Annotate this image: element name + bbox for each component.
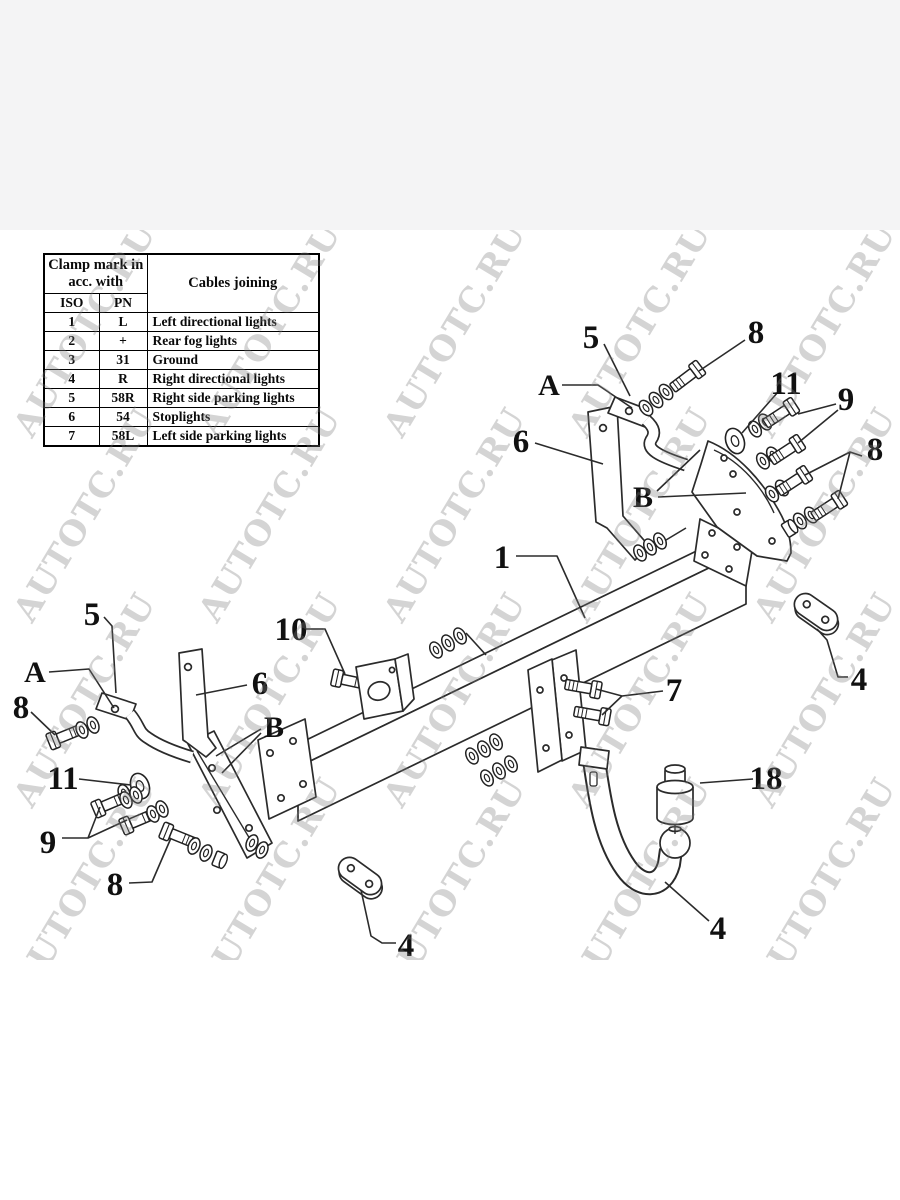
cell-cables: Left side parking lights bbox=[146, 426, 320, 447]
leader-line bbox=[534, 442, 604, 465]
part-label-right-bolt-top: 8 bbox=[748, 315, 765, 351]
cell-iso: 6 bbox=[43, 407, 100, 427]
table-row: 4 R Right directional lights bbox=[43, 369, 320, 389]
left-vehicle-bracket bbox=[187, 730, 273, 859]
part-label-right-mark-b: B bbox=[633, 481, 653, 514]
leader-line bbox=[656, 449, 747, 498]
cell-iso: 3 bbox=[43, 350, 100, 370]
cell-cables: Stoplights bbox=[146, 407, 320, 427]
part-label-ball-hook: 4 bbox=[710, 911, 727, 947]
leader-line bbox=[516, 555, 586, 619]
part-label-left-bolts: 9 bbox=[40, 825, 57, 861]
header-clamp-mark: Clamp mark in acc. with bbox=[43, 253, 148, 294]
part-label-left-mark-a: A bbox=[24, 656, 46, 689]
cell-pn: L bbox=[98, 312, 148, 332]
part-label-left-bolt-bottom: 8 bbox=[107, 867, 124, 903]
leader-line bbox=[128, 837, 172, 884]
cell-pn: 58L bbox=[98, 426, 148, 447]
header-pn: PN bbox=[98, 293, 148, 313]
header-cables-joining: Cables joining bbox=[146, 253, 320, 313]
part-label-left-bolt-top: 8 bbox=[13, 690, 30, 726]
cell-iso: 5 bbox=[43, 388, 100, 408]
table-header-row-2: ISO PN bbox=[43, 293, 319, 313]
leader-line bbox=[797, 403, 839, 444]
table-row: 3 31 Ground bbox=[43, 350, 320, 370]
part-label-right-bracket: 5 bbox=[583, 320, 600, 356]
part-label-crossbar: 1 bbox=[494, 540, 511, 576]
leader-line bbox=[603, 343, 631, 397]
leader-line bbox=[595, 688, 664, 716]
table-row: 2 + Rear fog lights bbox=[43, 331, 320, 351]
center-fasteners bbox=[426, 527, 687, 789]
cell-cables: Ground bbox=[146, 350, 320, 370]
cell-iso: 4 bbox=[43, 369, 100, 389]
left-z-bracket bbox=[95, 692, 194, 764]
leader-line bbox=[195, 684, 248, 696]
cell-pn: R bbox=[98, 369, 148, 389]
leader-line bbox=[562, 384, 633, 409]
part-label-right-bolt-side: 8 bbox=[867, 432, 884, 468]
part-label-right-bolts: 9 bbox=[838, 382, 855, 418]
part-label-bolts-center: 7 bbox=[666, 673, 683, 709]
part-label-left-bracket: 5 bbox=[84, 597, 101, 633]
part-label-right-strip: 6 bbox=[513, 424, 530, 460]
ball-cover bbox=[656, 764, 694, 834]
cell-pn: + bbox=[98, 331, 148, 351]
header-iso: ISO bbox=[43, 293, 100, 313]
right-vehicle-bracket bbox=[691, 440, 792, 562]
left-end-flange bbox=[257, 718, 317, 820]
leader-line bbox=[103, 616, 117, 694]
leader-line bbox=[215, 728, 262, 774]
part-label-plate-top-right: 4 bbox=[851, 662, 868, 698]
table-row: 7 58L Left side parking lights bbox=[43, 426, 320, 447]
part-label-left-strip: 6 bbox=[252, 666, 269, 702]
leader-lines bbox=[30, 339, 863, 944]
tow-ball-hook bbox=[578, 746, 683, 896]
table-row: 1 L Left directional lights bbox=[43, 312, 320, 332]
leader-line bbox=[30, 711, 56, 736]
cell-iso: 2 bbox=[43, 331, 100, 351]
top-gray-band bbox=[0, 0, 900, 230]
center-ball-mount-bracket bbox=[527, 649, 587, 773]
part-label-left-mark-b: B bbox=[264, 711, 284, 744]
spare-plate-top-right bbox=[793, 592, 840, 636]
part-label-right-washer: 11 bbox=[770, 366, 801, 402]
part-label-left-washer: 11 bbox=[47, 761, 78, 797]
part-label-clamp: 10 bbox=[275, 612, 308, 648]
leader-line bbox=[698, 339, 746, 372]
part-label-right-mark-a: A bbox=[538, 369, 560, 402]
table-row: 5 58R Right side parking lights bbox=[43, 388, 320, 408]
leader-line bbox=[48, 668, 115, 709]
table-row: 6 54 Stoplights bbox=[43, 407, 320, 427]
left-strip-plate bbox=[178, 648, 217, 758]
leader-line bbox=[699, 778, 754, 784]
leader-line bbox=[664, 881, 710, 922]
right-z-bracket bbox=[607, 396, 688, 472]
cell-iso: 7 bbox=[43, 426, 100, 447]
table-header-row-1: Clamp mark in acc. with Cables joining bbox=[43, 253, 320, 313]
socket-clamp bbox=[329, 653, 415, 720]
leader-line bbox=[816, 628, 848, 678]
cell-pn: 58R bbox=[98, 388, 148, 408]
part-label-plate-bottom-left: 4 bbox=[398, 928, 415, 964]
leader-line bbox=[804, 451, 863, 500]
cell-cables: Right side parking lights bbox=[146, 388, 320, 408]
leader-line bbox=[741, 391, 779, 434]
leader-line bbox=[305, 628, 346, 675]
cell-cables: Right directional lights bbox=[146, 369, 320, 389]
cell-pn: 31 bbox=[98, 350, 148, 370]
clamp-mark-table: Clamp mark in acc. with Cables joining I… bbox=[43, 253, 320, 447]
leader-line bbox=[78, 778, 132, 786]
cell-iso: 1 bbox=[43, 312, 100, 332]
leader-line bbox=[360, 889, 396, 944]
part-label-ball-cover: 18 bbox=[750, 761, 783, 797]
cell-cables: Rear fog lights bbox=[146, 331, 320, 351]
part-labels: 1 5 8 A 11 9 8 6 B 10 5 A 8 6 B 11 9 8 4… bbox=[13, 315, 884, 964]
spare-plate-bottom-left bbox=[337, 856, 384, 900]
cell-cables: Left directional lights bbox=[146, 312, 320, 332]
leader-line bbox=[62, 806, 128, 839]
cell-pn: 54 bbox=[98, 407, 148, 427]
